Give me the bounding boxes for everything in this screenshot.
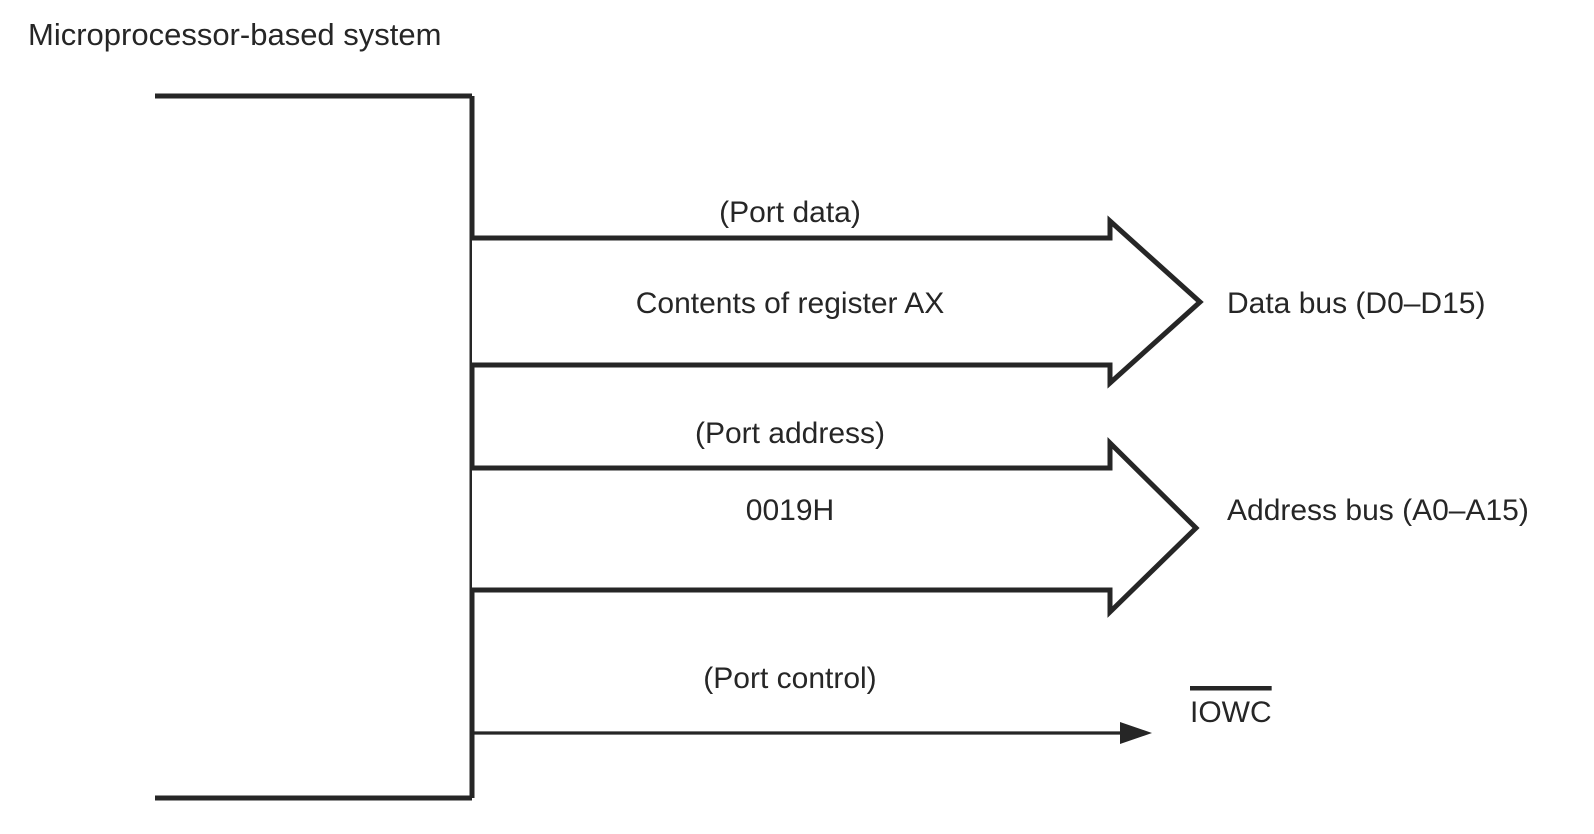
diagram-title: Microprocessor-based system — [28, 17, 441, 52]
address-bus-destination-label: Address bus (A0–A15) — [1227, 494, 1529, 527]
data-bus-annotation-label: (Port data) — [719, 196, 861, 229]
data-bus-arrow-group — [472, 215, 1204, 389]
system-bracket — [155, 93, 475, 801]
control-line-arrowhead — [1120, 722, 1152, 744]
data-bus-block-arrow — [472, 215, 1204, 389]
data-bus-destination-label: Data bus (D0–D15) — [1227, 287, 1485, 320]
address-bus-annotation-label: (Port address) — [695, 417, 885, 450]
address-bus-arrow-group — [472, 437, 1200, 618]
address-bus-payload-label: 0019H — [746, 494, 834, 527]
iowc-overbar — [1190, 686, 1272, 691]
iowc-signal-label: IOWC — [1190, 696, 1272, 729]
control-line-arrow-group — [472, 722, 1152, 744]
data-bus-payload-label: Contents of register AX — [636, 287, 945, 320]
control-line-annotation-label: (Port control) — [703, 662, 876, 695]
address-bus-block-arrow — [472, 437, 1200, 618]
iowc-signal-label-group: IOWC — [1190, 686, 1272, 729]
